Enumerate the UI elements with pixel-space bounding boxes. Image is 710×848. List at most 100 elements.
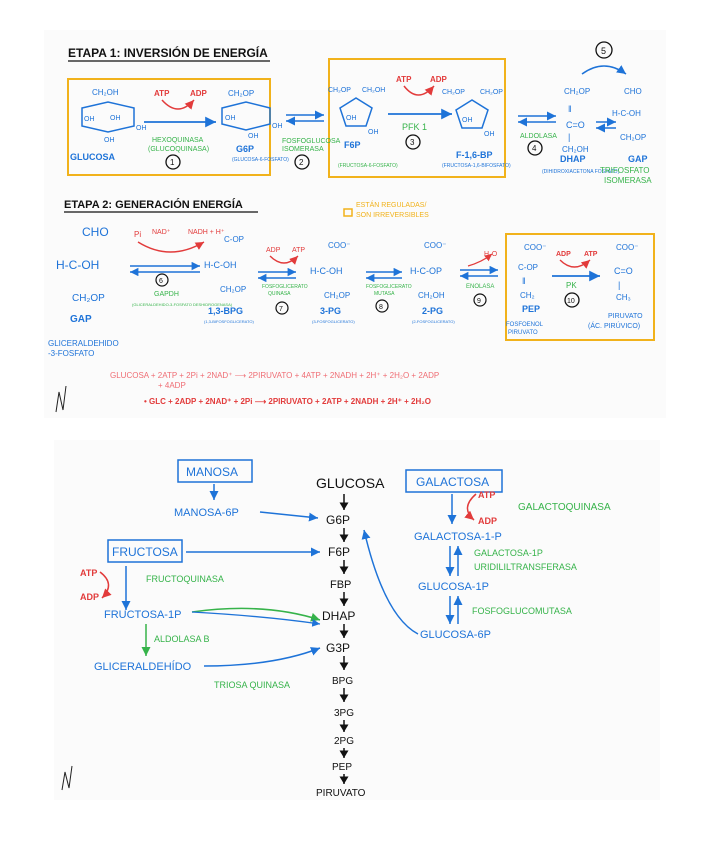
stage1-title: ETAPA 1: INVERSIÓN DE ENERGÍA bbox=[68, 45, 268, 60]
galactosa-atp: ATP bbox=[478, 490, 495, 500]
acido-piruvico-label: (ÁC. PIRÚVICO) bbox=[588, 321, 640, 330]
uridililtransferasa-label1: GALACTOSA-1P bbox=[474, 548, 543, 558]
step-number-7: 7 bbox=[279, 306, 283, 313]
gap-label: GAP bbox=[70, 314, 92, 325]
gap-structure: CHO H-C-OH CH₂OP bbox=[56, 225, 109, 304]
svg-text:CH₂OP: CH₂OP bbox=[620, 133, 646, 142]
manosa-box bbox=[177, 459, 253, 483]
glucoquinasa-label: (GLUCOQUINASA) bbox=[148, 146, 209, 153]
step1-atp: ATP bbox=[154, 89, 170, 98]
svg-text:CHO: CHO bbox=[82, 225, 109, 239]
svg-text:CH₂OH: CH₂OH bbox=[362, 87, 385, 94]
svg-text:OH: OH bbox=[104, 137, 115, 144]
step3-adp: ADP bbox=[430, 75, 448, 84]
svg-text:OH: OH bbox=[272, 123, 283, 130]
triosa-quinasa-label: TRIOSA QUINASA bbox=[214, 680, 290, 690]
svg-text:H-C-OH: H-C-OH bbox=[204, 260, 237, 270]
pk-label: PK bbox=[566, 281, 577, 290]
isomerasa-label-5: ISOMERASA bbox=[604, 176, 652, 185]
gap-structure-top: CHO H-C-OH CH₂OP bbox=[612, 87, 646, 142]
svg-text:CH₂: CH₂ bbox=[520, 291, 535, 300]
svg-text:H-C-OH: H-C-OH bbox=[310, 266, 343, 276]
glycolysis-diagram: ETAPA 1: INVERSIÓN DE ENERGÍA ETAPA 2: G… bbox=[48, 41, 655, 413]
galactoquinasa-label: GALACTOQUINASA bbox=[518, 502, 611, 513]
svg-text:CH₂OP: CH₂OP bbox=[564, 87, 590, 96]
fructosa1p-label: FRUCTOSA-1P bbox=[104, 609, 181, 621]
signature-mark bbox=[55, 385, 67, 413]
svg-text:C-OP: C-OP bbox=[518, 263, 538, 272]
svg-text:OH: OH bbox=[368, 129, 379, 136]
dhap-structure: CH₂OP ‖ C=O | CH₂OH bbox=[562, 87, 590, 154]
svg-text:‖: ‖ bbox=[522, 276, 526, 286]
pep-full-label2: PIRUVATO bbox=[508, 330, 538, 336]
svg-text:OH: OH bbox=[248, 133, 259, 140]
step1-adp: ADP bbox=[190, 89, 208, 98]
step10-adp: ADP bbox=[556, 251, 571, 258]
step-number-5: 5 bbox=[601, 46, 606, 56]
fructosa-label: FRUCTOSA bbox=[112, 545, 178, 559]
svg-text:OH: OH bbox=[110, 115, 121, 122]
equation-1: GLUCOSA + 2ATP + 2Pi + 2NAD⁺ ⟶ 2PIRUVATO… bbox=[110, 371, 439, 380]
svg-text:OH: OH bbox=[346, 115, 357, 122]
fosfoglucosa-label: FOSFOGLUCOSA bbox=[282, 138, 341, 145]
svg-text:|: | bbox=[618, 280, 620, 290]
galactosa1p-label: GALACTOSA-1-P bbox=[414, 531, 502, 543]
chain-2pg: 2PG bbox=[334, 736, 354, 747]
glucosa-title: GLUCOSA bbox=[316, 475, 385, 491]
stage2-title: ETAPA 2: GENERACIÓN ENERGÍA bbox=[64, 198, 243, 211]
fosfoglicerato-mutasa-label: FOSFOGLICERATO bbox=[366, 284, 412, 290]
svg-text:CH₃: CH₃ bbox=[616, 293, 631, 302]
step-number-3: 3 bbox=[410, 138, 415, 147]
fosfoglucomutasa-label: FOSFOGLUCOMUTASA bbox=[472, 606, 572, 616]
chain-g6p: G6P bbox=[326, 513, 350, 527]
bpg13-full-label: (1,3-BIFOSFOGLICERATO) bbox=[204, 319, 255, 324]
aldolasa-b-label: ALDOLASA B bbox=[154, 634, 210, 644]
hexoquinasa-label: HEXOQUINASA bbox=[152, 137, 204, 144]
svg-text:|: | bbox=[568, 132, 570, 142]
fructosa-adp: ADP bbox=[80, 592, 99, 602]
step7-adp: ADP bbox=[266, 247, 281, 254]
pg2-structure: COO⁻ H-C-OP CH₂OH bbox=[410, 241, 446, 300]
equation-2: • GLC + 2ADP + 2NAD⁺ + 2Pi ⟶ 2PIRUVATO +… bbox=[144, 397, 431, 406]
svg-text:OH: OH bbox=[84, 116, 95, 123]
svg-text:H-C-OH: H-C-OH bbox=[56, 258, 99, 272]
pfk1-label: PFK 1 bbox=[402, 122, 427, 132]
pg3-structure: COO⁻ H-C-OH CH₂OP bbox=[310, 241, 350, 300]
pep-label: PEP bbox=[522, 304, 540, 314]
fructosa-box bbox=[107, 539, 183, 563]
f6p-structure: CH₂OP CH₂OH OH OH bbox=[328, 87, 385, 136]
svg-text:C=O: C=O bbox=[566, 120, 585, 130]
pep-full-label: FOSFOENOL bbox=[506, 322, 544, 328]
step-number-2: 2 bbox=[299, 158, 304, 167]
svg-text:CH₂OP: CH₂OP bbox=[328, 87, 351, 94]
chain-bpg: BPG bbox=[332, 676, 353, 687]
quinasa-label: QUINASA bbox=[268, 291, 291, 297]
regulated-box-hexoquinasa bbox=[67, 78, 271, 176]
svg-text:OH: OH bbox=[225, 115, 236, 122]
glycolysis-panel: ETAPA 1: INVERSIÓN DE ENERGÍA ETAPA 2: G… bbox=[44, 30, 666, 418]
f16bp-full-label: (FRUCTOSA-1,6-BIFOSFATO) bbox=[442, 163, 511, 169]
svg-text:CH₂OP: CH₂OP bbox=[220, 285, 246, 294]
svg-text:CH₂OH: CH₂OH bbox=[418, 291, 445, 300]
svg-text:CH₂OP: CH₂OP bbox=[442, 89, 465, 96]
aldolasa-label: ALDOLASA bbox=[520, 133, 557, 140]
step-number-1: 1 bbox=[170, 158, 175, 167]
svg-text:COO⁻: COO⁻ bbox=[524, 243, 546, 252]
svg-text:C=O: C=O bbox=[614, 266, 633, 276]
galactosa-adp: ADP bbox=[478, 516, 497, 526]
trifosfato-label: TRIFOSFATO bbox=[600, 166, 649, 175]
step-number-4: 4 bbox=[532, 144, 537, 153]
step7-atp: ATP bbox=[292, 247, 305, 254]
svg-text:CH₂OH: CH₂OH bbox=[562, 145, 589, 154]
step6-nadh: NADH + H⁺ bbox=[188, 229, 225, 236]
step6-pi: Pi bbox=[134, 230, 141, 239]
svg-text:CH₂OH: CH₂OH bbox=[92, 88, 119, 97]
svg-text:H-C-OH: H-C-OH bbox=[612, 109, 641, 118]
bpg13-structure: C-OP H-C-OH CH₂OP bbox=[204, 235, 246, 294]
gap-full-label2: -3-FOSFATO bbox=[48, 349, 94, 358]
glucosa1p-label: GLUCOSA-1P bbox=[418, 581, 489, 593]
chain-fbp: FBP bbox=[330, 579, 351, 591]
svg-text:OH: OH bbox=[136, 125, 147, 132]
chain-f6p: F6P bbox=[328, 545, 350, 559]
svg-text:COO⁻: COO⁻ bbox=[616, 243, 638, 252]
